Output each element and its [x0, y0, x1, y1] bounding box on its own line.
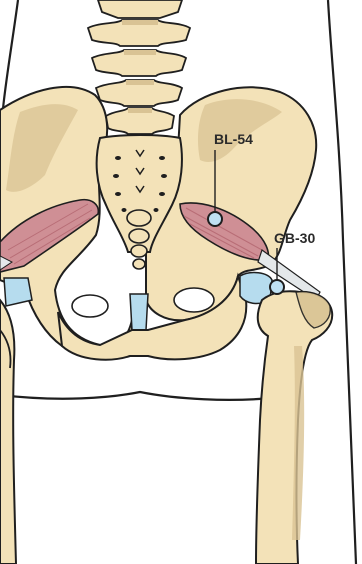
bl54-point-marker — [208, 212, 222, 226]
body-outline-right — [328, 0, 356, 564]
obturator-foramen-right — [174, 288, 214, 312]
left-hip-cartilage — [4, 278, 32, 306]
gb30-point-marker — [270, 280, 284, 294]
obturator-foramen-left — [72, 295, 108, 317]
pubic-symphysis — [130, 294, 148, 330]
left-femur — [0, 300, 16, 564]
bl54-label: BL-54 — [214, 131, 253, 147]
buttock-crease — [0, 392, 290, 400]
gb30-label: GB-30 — [274, 230, 315, 246]
